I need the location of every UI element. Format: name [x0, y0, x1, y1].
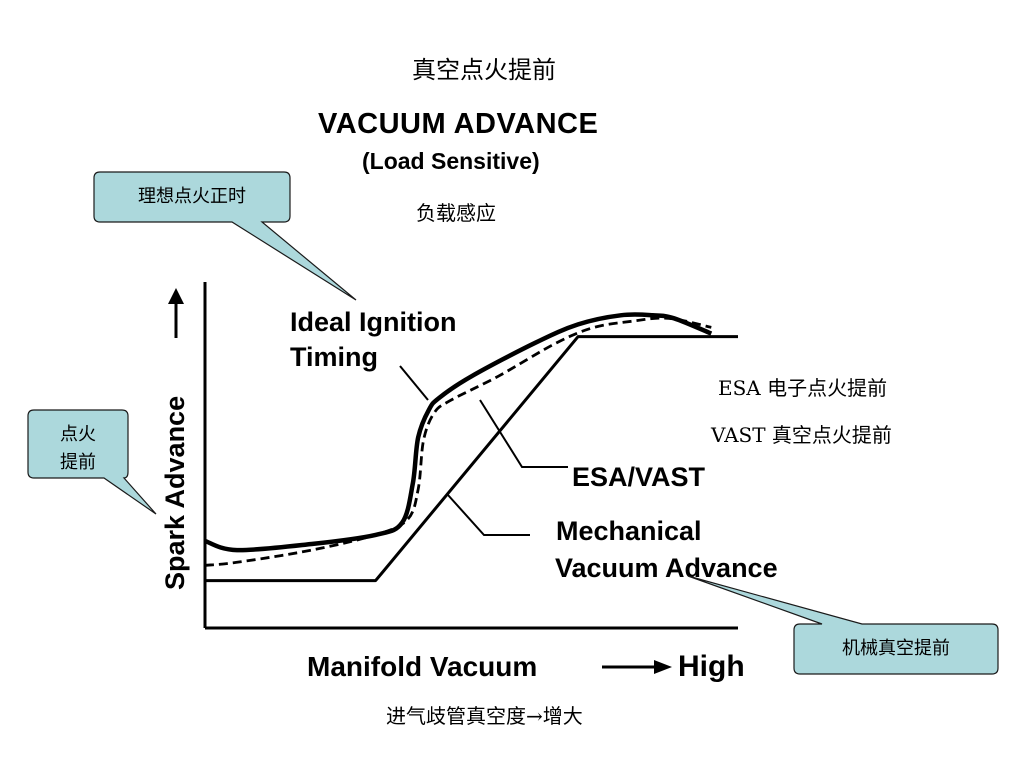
y-axis-arrow-icon — [168, 288, 184, 338]
chart-subtitle: (Load Sensitive) — [362, 148, 540, 174]
y-axis-label: Spark Advance — [160, 396, 190, 590]
ideal-ignition-leader — [399, 365, 429, 401]
esa-vast-leader — [479, 399, 568, 468]
mechanical-callout-text: 机械真空提前 — [842, 638, 950, 659]
mechanical-callout-bubble — [687, 575, 999, 675]
slide-title: 真空点火提前 — [412, 56, 556, 84]
spark-advance-callout-line2: 提前 — [60, 452, 96, 473]
esa-note: ESA 电子点火提前 — [718, 376, 888, 400]
mechanical-leader — [447, 494, 530, 536]
ideal-timing-callout-bubble — [93, 171, 357, 301]
vast-note: VAST 真空点火提前 — [711, 423, 892, 447]
mechanical-callout: 机械真空提前 — [687, 575, 999, 675]
ideal-ignition-label-line2: Timing — [290, 342, 378, 372]
mechanical-label-line1: Mechanical — [556, 516, 702, 546]
ideal-ignition-timing-curve — [204, 312, 713, 553]
ideal-ignition-label-line1: Ideal Ignition — [290, 307, 457, 337]
x-axis-cn-label: 进气歧管真空度→增大 — [386, 704, 583, 728]
esa-vast-label: ESA/VAST — [572, 462, 706, 492]
mechanical-label-line2: Vacuum Advance — [555, 553, 778, 583]
x-axis-arrow-icon — [602, 660, 672, 674]
spark-advance-callout-bubble — [27, 409, 157, 515]
load-sensitive-cn-label: 负载感应 — [416, 201, 496, 225]
spark-advance-callout: 点火 提前 — [27, 409, 157, 515]
ideal-timing-callout-text: 理想点火正时 — [138, 186, 246, 207]
chart-title: VACUUM ADVANCE — [318, 108, 599, 140]
x-axis-label: Manifold Vacuum — [307, 651, 537, 682]
mechanical-vacuum-advance-curve — [205, 335, 738, 583]
x-axis-label-high: High — [678, 650, 745, 683]
ideal-timing-callout: 理想点火正时 — [93, 171, 357, 301]
spark-advance-callout-line1: 点火 — [60, 424, 96, 445]
